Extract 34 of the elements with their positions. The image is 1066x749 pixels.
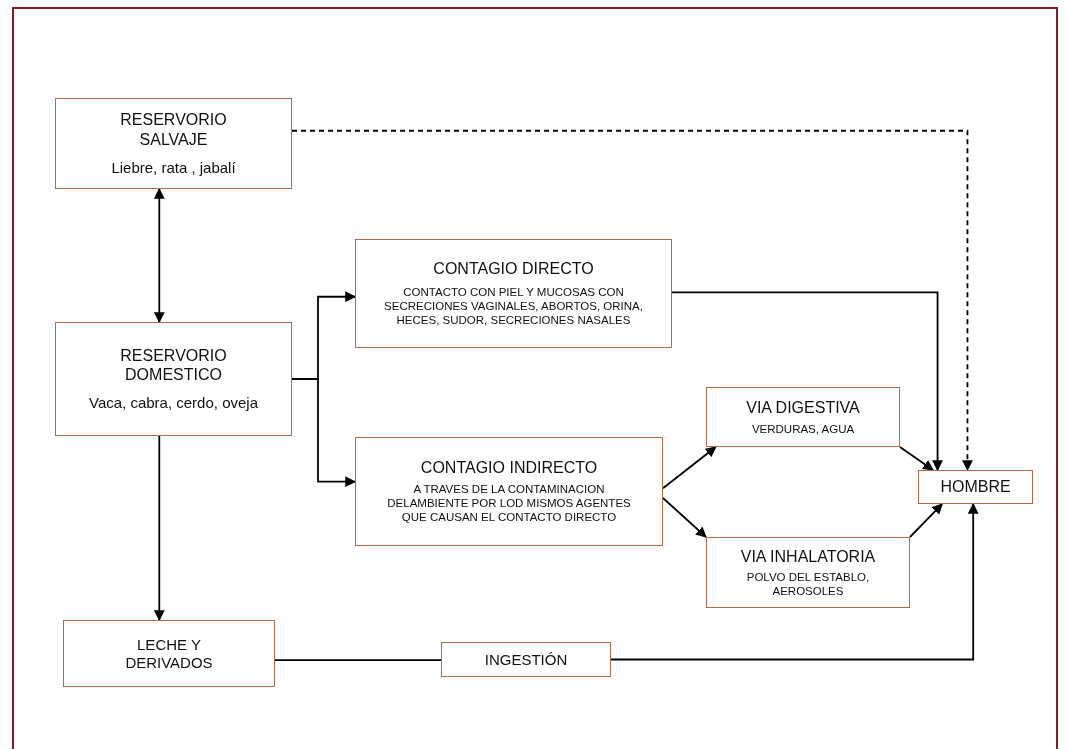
process-box: [706, 387, 900, 447]
box-heading: LECHE Y DERIVADOS: [124, 635, 214, 672]
process-box: [55, 98, 292, 189]
process-box: [55, 322, 292, 436]
box-description: CONTACTO CON PIEL Y MUCOSAS CON SECRECIONES VAGINALES, ABORTOS, ORINA, HECES, SUDOR, SECRECIONES NASALES: [383, 286, 644, 328]
process-box: [355, 437, 663, 546]
arrow: [153, 187, 165, 324]
box-description: Liebre, rata , jabalí: [111, 158, 236, 177]
box-description: POLVO DEL ESTABLO, AEROSOLES: [745, 570, 871, 599]
process-box: [355, 239, 672, 348]
box-heading: RESERVORIO DOMESTICO: [119, 345, 228, 385]
box-heading: RESERVORIO SALVAJE: [119, 110, 228, 149]
arrow: [909, 503, 944, 538]
arrow: [662, 446, 717, 490]
box-description: Vaca, cabra, cerdo, oveja: [89, 394, 258, 413]
arrow: [899, 446, 934, 471]
process-box: [441, 642, 611, 677]
box-heading: INGESTIÓN: [484, 650, 568, 669]
process-box: [63, 620, 275, 687]
box-heading: CONTAGIO DIRECTO: [433, 259, 594, 279]
box-heading: CONTAGIO INDIRECTO: [420, 458, 598, 478]
arrow: [153, 435, 165, 622]
arrow: [610, 502, 979, 661]
box-description: A TRAVES DE LA CONTAMINACION DELAMBIENTE POR LOD MISMOS AGENTES QUE CAUSAN EL CONTACTO DIRECTO: [386, 483, 632, 525]
box-heading: VIA DIGESTIVA: [746, 397, 860, 417]
process-box: [918, 470, 1033, 504]
process-box: [706, 537, 910, 608]
box-heading: VIA INHALATORIA: [740, 546, 876, 566]
arrow: [291, 378, 357, 488]
arrow: [671, 291, 943, 472]
arrow: [291, 129, 973, 472]
box-heading: HOMBRE: [940, 477, 1011, 497]
arrow: [662, 497, 707, 538]
box-description: VERDURAS, AGUA: [751, 422, 855, 437]
